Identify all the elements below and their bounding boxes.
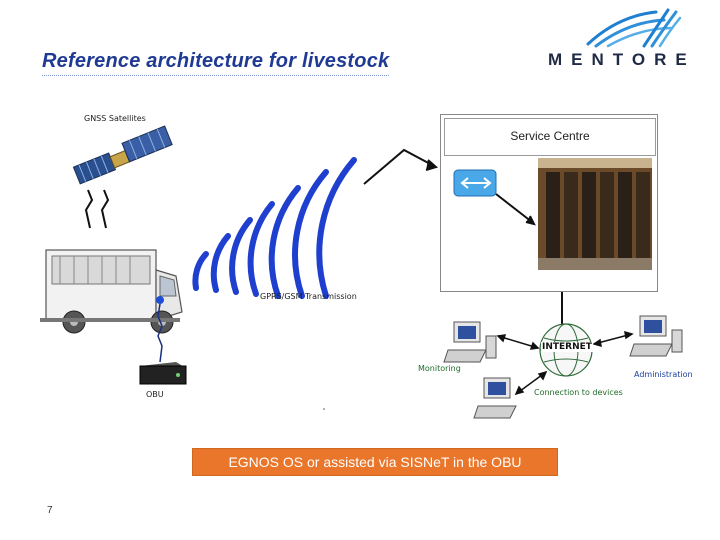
logo-text: MENTORE xyxy=(548,50,696,69)
slide-title: Reference architecture for livestock xyxy=(42,50,390,76)
mentore-logo: MENTORE xyxy=(548,6,716,72)
monitoring-computer-icon xyxy=(443,321,497,363)
internet-label: INTERNET xyxy=(541,342,593,352)
obu-label: OBU xyxy=(146,390,164,399)
satellite-signal-icon xyxy=(84,189,110,229)
dot-marker xyxy=(323,408,325,410)
satellite-icon xyxy=(72,125,173,185)
transmission-label: GPRS/GSM Transmission xyxy=(260,292,357,301)
antenna-icon xyxy=(156,296,164,363)
uplink-arrow-icon xyxy=(363,148,439,185)
administration-computer-icon xyxy=(629,315,683,357)
logo-swoosh-icon xyxy=(586,8,682,48)
egnos-note: EGNOS OS or assisted via SISNeT in the O… xyxy=(192,448,558,476)
page-number: 7 xyxy=(47,505,53,516)
administration-label: Administration xyxy=(634,370,693,379)
satellites-label: GNSS Satellites xyxy=(84,114,146,123)
truck-icon xyxy=(40,249,183,334)
service-centre-label: Service Centre xyxy=(444,118,656,156)
network-links-icon xyxy=(496,330,634,396)
connection-computer-icon xyxy=(473,377,517,419)
monitoring-label: Monitoring xyxy=(418,364,461,373)
obu-device-icon xyxy=(139,362,187,385)
connection-label: Connection to devices xyxy=(534,388,623,397)
radio-waves-icon xyxy=(192,157,357,299)
